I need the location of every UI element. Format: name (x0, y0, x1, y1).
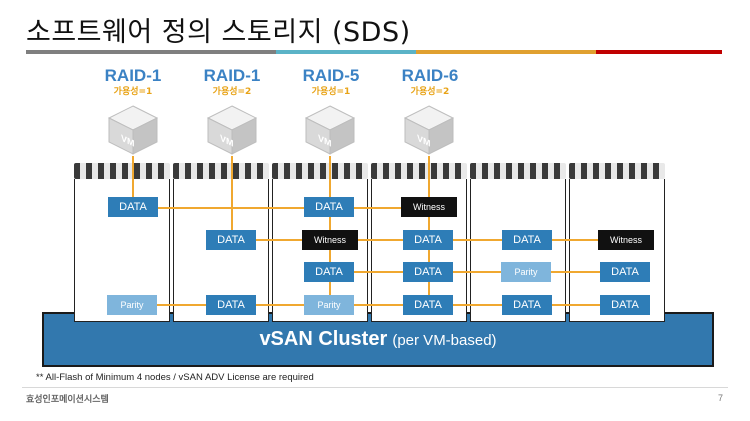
server-node-header (371, 163, 467, 179)
server-node-header (74, 163, 170, 179)
raid-name: RAID-1 (104, 66, 162, 85)
parity-component: Parity (501, 262, 551, 282)
company-name: 효성인포메이션시스템 (26, 395, 109, 405)
data-component: DATA (502, 230, 552, 250)
data-component: DATA (206, 230, 256, 250)
raid-policy-1: RAID-1 가용성=1 (93, 66, 173, 98)
data-component: DATA (304, 197, 354, 217)
data-component: DATA (304, 262, 354, 282)
vm-cube-icon: VM (304, 105, 356, 155)
data-component: DATA (502, 295, 552, 315)
data-component: DATA (206, 295, 256, 315)
raid5-link-line (329, 271, 625, 273)
raid-name: RAID-1 (203, 66, 261, 85)
title-underline-orange (416, 50, 596, 54)
server-node-header (272, 163, 368, 179)
server-node-header (470, 163, 566, 179)
raid-availability: 가용성=2 (212, 87, 252, 97)
witness-component: Witness (302, 230, 358, 250)
raid-policy-4: RAID-6 가용성=2 (390, 66, 470, 98)
vm-cube-icon: VM (107, 105, 159, 155)
title-underline-gray (26, 50, 276, 54)
raid-availability: 가용성=2 (410, 87, 450, 97)
cluster-name: vSAN Cluster (259, 328, 388, 350)
requirements-note: ** All-Flash of Minimum 4 nodes / vSAN A… (36, 372, 314, 383)
raid-policy-2: RAID-1 가용성=2 (192, 66, 272, 98)
vm-link-line (428, 156, 430, 296)
raid-availability: 가용성=1 (113, 87, 153, 97)
data-component: DATA (403, 230, 453, 250)
parity-component: Parity (304, 295, 354, 315)
server-node-header (569, 163, 665, 179)
vm-cube-icon: VM (206, 105, 258, 155)
data-component: DATA (403, 295, 453, 315)
slide-title: 소프트웨어 정의 스토리지 (SDS) (26, 17, 411, 48)
footer-divider (22, 387, 728, 388)
raid6-link-line (133, 304, 625, 306)
data-component: DATA (108, 197, 158, 217)
vm-link-line (329, 156, 331, 296)
server-node-header (173, 163, 269, 179)
raid1-link-line (133, 207, 428, 209)
raid-availability: 가용성=1 (311, 87, 351, 97)
raid-policy-3: RAID-5 가용성=1 (291, 66, 371, 98)
witness-component: Witness (598, 230, 654, 250)
cluster-subtitle: (per VM-based) (392, 332, 497, 349)
data-component: DATA (403, 262, 453, 282)
vm-link-line (231, 156, 233, 231)
witness-component: Witness (401, 197, 457, 217)
title-underline-teal (276, 50, 416, 54)
title-underline-red (596, 50, 722, 54)
raid-name: RAID-5 (302, 66, 360, 85)
vm-link-line (132, 156, 134, 198)
cluster-label: vSAN Cluster (per VM-based) (44, 328, 712, 351)
data-component: DATA (600, 295, 650, 315)
page-number: 7 (718, 393, 724, 403)
vm-cube-icon: VM (403, 105, 455, 155)
parity-component: Parity (107, 295, 157, 315)
raid-name: RAID-6 (401, 66, 459, 85)
data-component: DATA (600, 262, 650, 282)
